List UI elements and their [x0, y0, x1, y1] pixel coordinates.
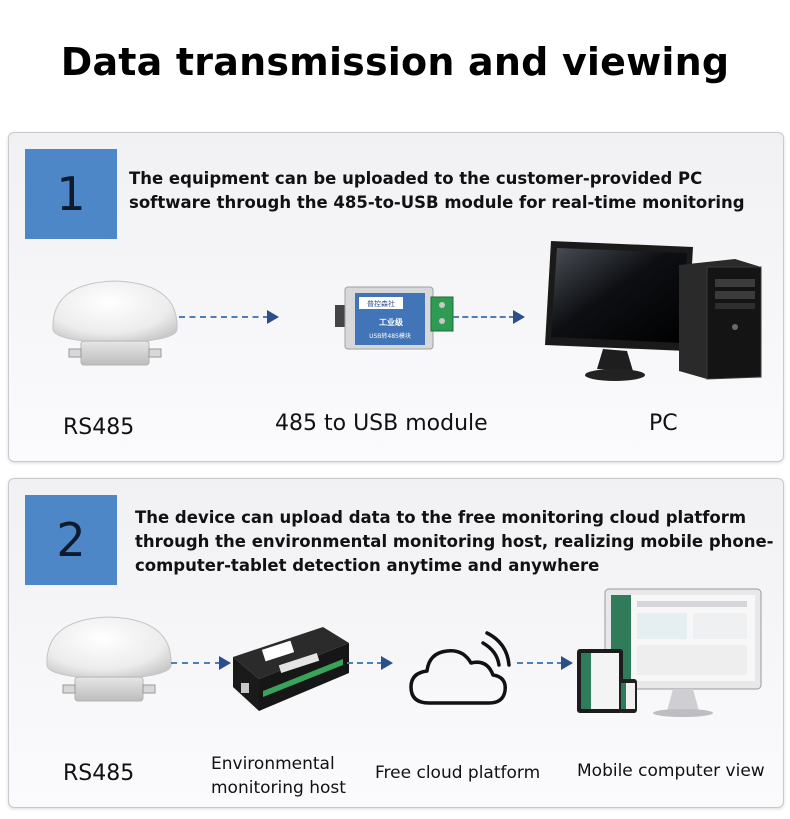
arrow-right-icon — [179, 310, 279, 324]
arrow-right-icon — [171, 656, 231, 670]
module-grade-text: 工业级 — [379, 317, 404, 327]
node-label-rs485: RS485 — [63, 415, 135, 440]
node-label-host-line2: monitoring host — [211, 778, 346, 798]
step-2-description: The device can upload data to the free m… — [135, 508, 774, 575]
pc-tower-icon — [679, 259, 762, 380]
node-label-rs485: RS485 — [63, 761, 135, 786]
step-2-panel: 2 The device can upload data to the free… — [8, 478, 784, 808]
monitoring-host-icon — [233, 627, 349, 711]
node-label-host-line1: Environmental — [211, 754, 335, 774]
arrow-right-icon — [453, 310, 525, 324]
usb-module-icon: 普控森社 工业级 USB转485模块 — [335, 286, 454, 350]
sensor-device-icon — [52, 280, 178, 366]
arrow-right-icon — [517, 656, 573, 670]
step-1-number: 1 — [25, 149, 117, 239]
multi-device-icon — [577, 588, 762, 717]
sensor-device-icon — [46, 616, 172, 702]
node-label-cloud: Free cloud platform — [375, 763, 541, 783]
pc-monitor-icon — [545, 241, 693, 381]
module-type-text: USB转485模块 — [369, 332, 411, 340]
step-2-number: 2 — [25, 495, 117, 585]
module-brand-text: 普控森社 — [367, 299, 395, 308]
node-label-pc: PC — [649, 411, 678, 436]
step-1-panel: 1 The equipment can be uploaded to the c… — [8, 132, 784, 462]
page-title: Data transmission and viewing — [60, 40, 730, 84]
node-label-usb-module: 485 to USB module — [275, 411, 488, 436]
cloud-wifi-icon — [409, 631, 511, 705]
arrow-right-icon — [347, 656, 393, 670]
step-1-description: The equipment can be uploaded to the cus… — [129, 169, 745, 212]
node-label-mobile-view: Mobile computer view — [577, 761, 765, 781]
